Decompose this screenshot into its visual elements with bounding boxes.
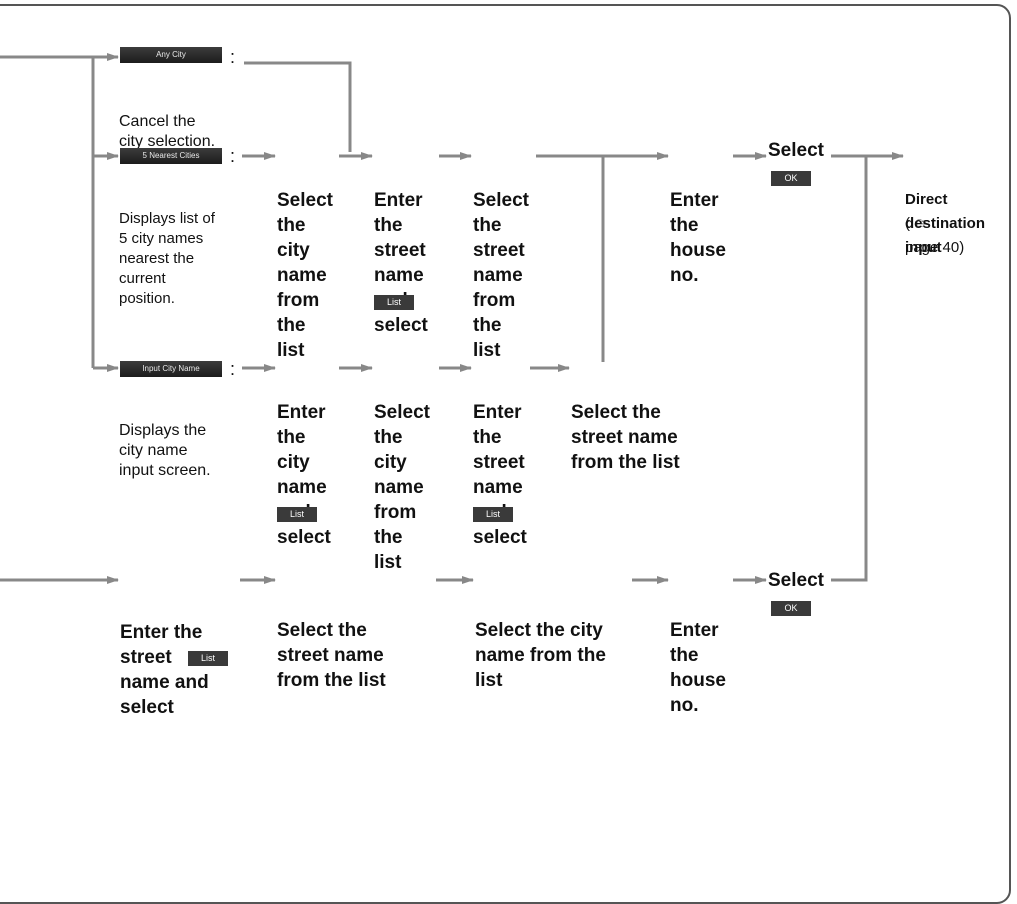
result-page-ref: page 40) [905,239,965,256]
input-city-name-screen-button: Input City Name [120,361,222,377]
ok-button: OK [771,171,811,186]
row3-step5: Select [768,570,824,591]
ok-button: OK [771,601,811,616]
list-button: List [473,507,513,522]
list-button: List [374,295,414,310]
result-ref-open: ( [905,215,910,232]
row2-step1: Enterthecitynameandselect [277,402,331,548]
any-city-screen-button: Any City [120,47,222,63]
connector-line [244,61,352,152]
row1-step5: Select [768,140,824,161]
nearest-cities-screen-button: 5 Nearest Cities [120,148,222,164]
connector-line [831,156,868,582]
list-button: List [188,651,228,666]
colon: : [230,47,236,67]
colon: : [230,146,236,166]
connector-lines [0,53,904,584]
pointing-hand-icon: ☞ [916,215,930,232]
colon: : [230,359,236,379]
list-button: List [277,507,317,522]
